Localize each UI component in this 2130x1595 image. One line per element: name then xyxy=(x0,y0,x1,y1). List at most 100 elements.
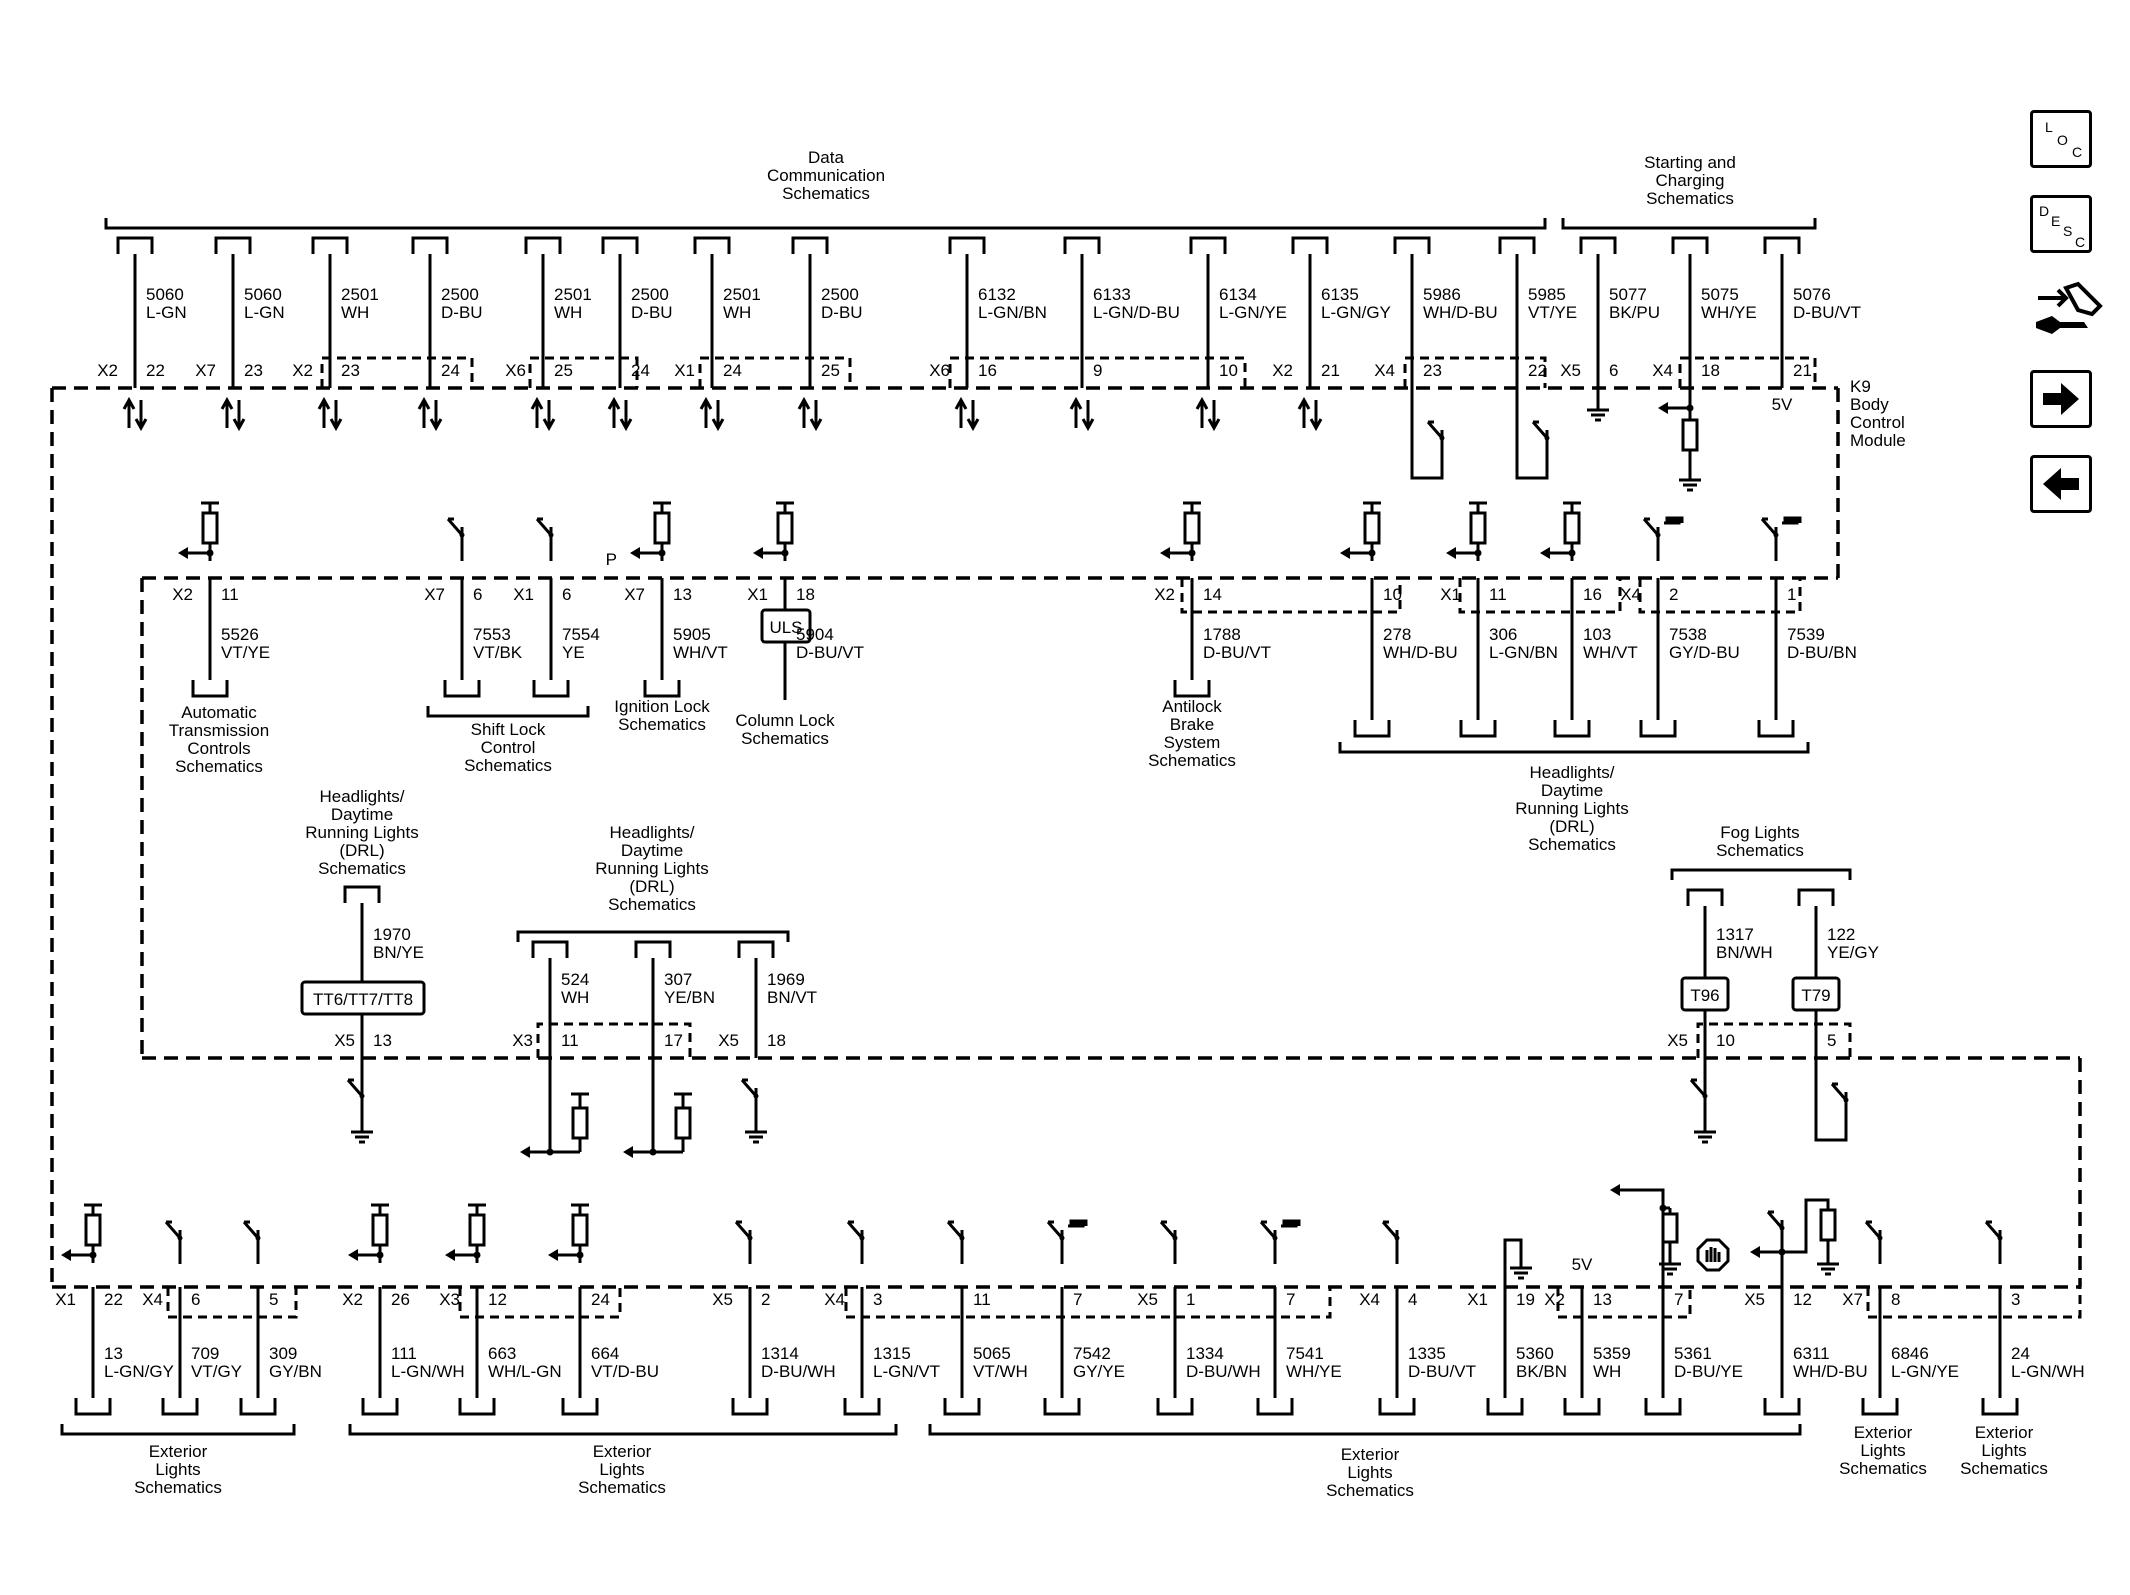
wire-color: BN/WH xyxy=(1716,943,1773,962)
wire-color: L-GN/VT xyxy=(873,1362,940,1381)
switch-contact xyxy=(1997,1235,2003,1241)
down-arrow-icon xyxy=(429,400,443,432)
drl-schematics-label: (DRL) xyxy=(1549,817,1594,836)
pin-number: 1 xyxy=(1787,585,1796,604)
switch-icon xyxy=(1864,1221,1882,1239)
pin-number: 14 xyxy=(1203,585,1222,604)
wire-color: L-GN/GY xyxy=(104,1362,174,1381)
arrow-left-icon xyxy=(520,1146,530,1158)
atc-schematics-label: Schematics xyxy=(175,757,263,776)
up-arrow-icon xyxy=(1297,396,1311,428)
column-lock-label: Schematics xyxy=(741,729,829,748)
circuit-number: 5986 xyxy=(1423,285,1461,304)
bottom-connector xyxy=(1563,1398,1601,1416)
wire-color: WH/D-BU xyxy=(1423,303,1498,322)
arrow-left-icon xyxy=(1160,547,1170,559)
arrow-left-icon xyxy=(753,547,763,559)
switch-icon xyxy=(1766,1211,1784,1229)
abs-schematics-label: System xyxy=(1164,733,1221,752)
top-connector xyxy=(1063,236,1101,254)
switch-icon xyxy=(734,1221,752,1239)
low-connector xyxy=(634,940,672,958)
up-arrow-icon xyxy=(797,396,811,428)
wire-color: GY/D-BU xyxy=(1669,643,1740,662)
connector-id: X5 xyxy=(1667,1031,1688,1050)
switch-contact xyxy=(1655,532,1661,538)
wire-color: BN/VT xyxy=(767,988,817,1007)
low-connector xyxy=(1686,888,1724,906)
connector-id: X2 xyxy=(292,361,313,380)
ignition-lock-label: Ignition Lock xyxy=(614,697,710,716)
switch-contact xyxy=(747,1235,753,1241)
pin-number: 22 xyxy=(1528,361,1547,380)
connector-id: X2 xyxy=(1544,1290,1565,1309)
desc-button[interactable]: D E S C xyxy=(2030,195,2092,253)
connector-id: X3 xyxy=(512,1031,533,1050)
down-arrow-icon xyxy=(542,400,556,432)
bottom-connector xyxy=(1763,1398,1801,1416)
stop-hand-icon xyxy=(1705,1247,1721,1262)
circuit-number: 7541 xyxy=(1286,1344,1324,1363)
arrow-left-icon xyxy=(1340,547,1350,559)
wire-color: VT/YE xyxy=(221,643,270,662)
pin-number: 18 xyxy=(796,585,815,604)
pin-number: 10 xyxy=(1219,361,1238,380)
circuit-number: 2501 xyxy=(341,285,379,304)
drl-schematics-label: Headlights/ xyxy=(609,823,694,842)
circuit-number: 1334 xyxy=(1186,1344,1224,1363)
fog-box-label: T79 xyxy=(1801,986,1830,1005)
pin-number: 23 xyxy=(341,361,360,380)
wire-color: D-BU/WH xyxy=(1186,1362,1261,1381)
switch-contact xyxy=(1773,532,1779,538)
bottom-connector xyxy=(161,1398,199,1416)
atc-schematics-label: Controls xyxy=(187,739,250,758)
bottom-connector xyxy=(361,1398,399,1416)
atc-schematics-label: Automatic xyxy=(181,703,257,722)
next-page-button[interactable] xyxy=(2030,370,2092,428)
diagnostic-tools-icon[interactable] xyxy=(2032,280,2104,346)
pin-number: 24 xyxy=(631,361,650,380)
drl-schematics-label: Running Lights xyxy=(1515,799,1628,818)
wire xyxy=(1814,1058,1848,1142)
pwm-wave-icon xyxy=(1068,1219,1088,1228)
pin-number: 16 xyxy=(978,361,997,380)
mid-connector xyxy=(643,680,681,698)
circuit-number: 13 xyxy=(104,1344,123,1363)
pwm-switch-icon xyxy=(1760,518,1778,536)
top-connector xyxy=(1291,236,1329,254)
loc-letter-c: C xyxy=(2072,144,2083,160)
circuit-number: 524 xyxy=(561,970,589,989)
drl-schematics-label: Headlights/ xyxy=(319,787,404,806)
pin-number: 23 xyxy=(1423,361,1442,380)
pin-number: 5 xyxy=(269,1290,278,1309)
pin-number: 3 xyxy=(873,1290,882,1309)
switch-icon xyxy=(1159,1221,1177,1239)
pin-number: 17 xyxy=(664,1031,683,1050)
up-arrow-icon xyxy=(699,396,713,428)
connector-group-outline xyxy=(1678,356,1817,388)
switch-icon xyxy=(446,518,464,536)
loc-button[interactable]: L O C xyxy=(2030,110,2092,168)
top-connector xyxy=(1393,236,1431,254)
wire-color: WH/L-GN xyxy=(488,1362,562,1381)
down-arrow-icon xyxy=(1207,400,1221,432)
connector-id: X4 xyxy=(824,1290,845,1309)
connector-id: X1 xyxy=(674,361,695,380)
circuit-number: 1317 xyxy=(1716,925,1754,944)
harness-bracket xyxy=(426,706,590,718)
module-name: Control xyxy=(1850,413,1905,432)
bottom-connector xyxy=(1486,1398,1524,1416)
pin-number: 22 xyxy=(104,1290,123,1309)
park-label: P xyxy=(606,550,617,569)
circuit-number: 664 xyxy=(591,1344,619,1363)
arrow-left-icon xyxy=(1750,1246,1760,1258)
resistor-icon xyxy=(653,511,671,545)
wire-color: WH/YE xyxy=(1701,303,1757,322)
wire-color: WH xyxy=(554,303,582,322)
wire-color: WH xyxy=(341,303,369,322)
desc-letter-c: C xyxy=(2075,234,2086,250)
harness-bracket xyxy=(1561,218,1817,230)
fog-box-label: T96 xyxy=(1690,986,1719,1005)
connector-group-outline xyxy=(1866,1287,2082,1319)
previous-page-button[interactable] xyxy=(2030,455,2092,513)
